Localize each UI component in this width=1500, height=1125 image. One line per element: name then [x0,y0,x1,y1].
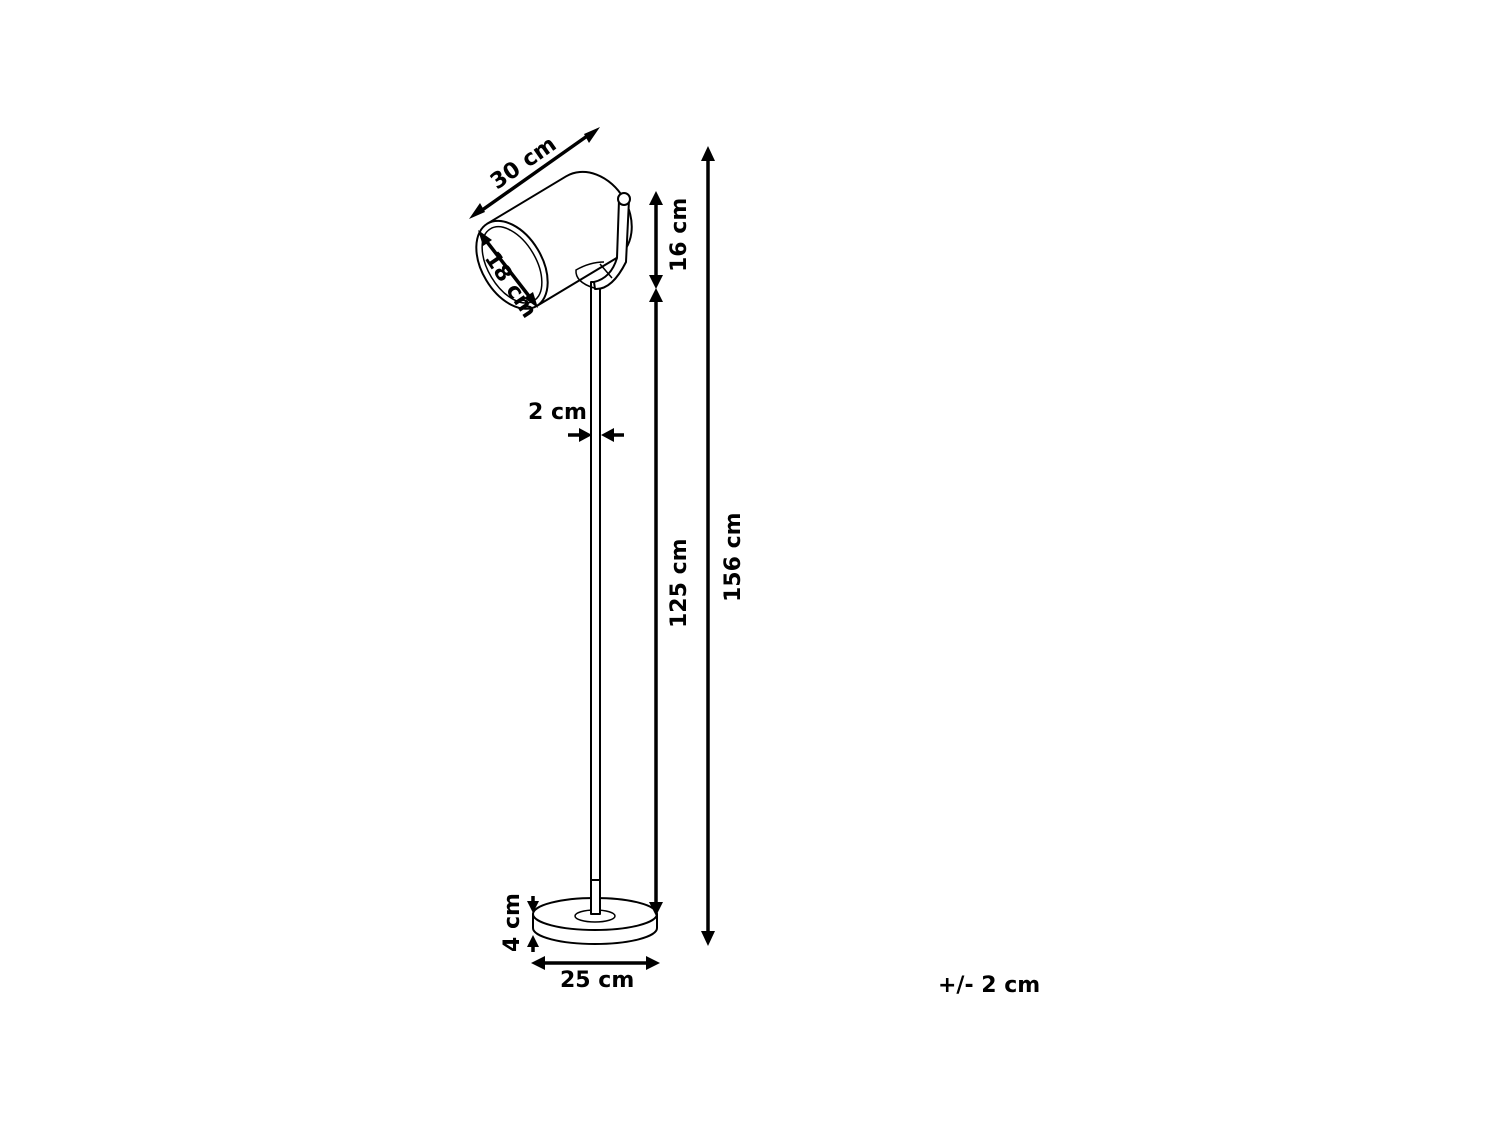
label-base-height: 4 cm [500,893,525,952]
label-pole-diameter: 2 cm [528,400,587,425]
dim-arrow-pole-diameter [568,428,624,442]
dim-arrow-base-diameter [531,956,660,970]
dim-arrow-shade-length [469,127,600,219]
lamp-pole [590,281,601,919]
label-total-height: 156 cm [721,512,746,602]
lamp-support-arm [575,192,631,291]
lamp-illustration [475,170,658,945]
dim-arrow-shade-diameter [478,230,538,308]
dim-arrow-pole-height [649,288,663,916]
tolerance-note: +/- 2 cm [938,973,1041,998]
label-base-diameter: 25 cm [560,968,634,993]
lamp-base [532,879,658,945]
dim-arrow-base-height [527,896,539,952]
label-pole-height: 125 cm [667,538,692,628]
dim-arrow-head-height [649,191,663,289]
label-head-height: 16 cm [667,198,692,272]
dim-arrow-total-height [701,146,715,946]
